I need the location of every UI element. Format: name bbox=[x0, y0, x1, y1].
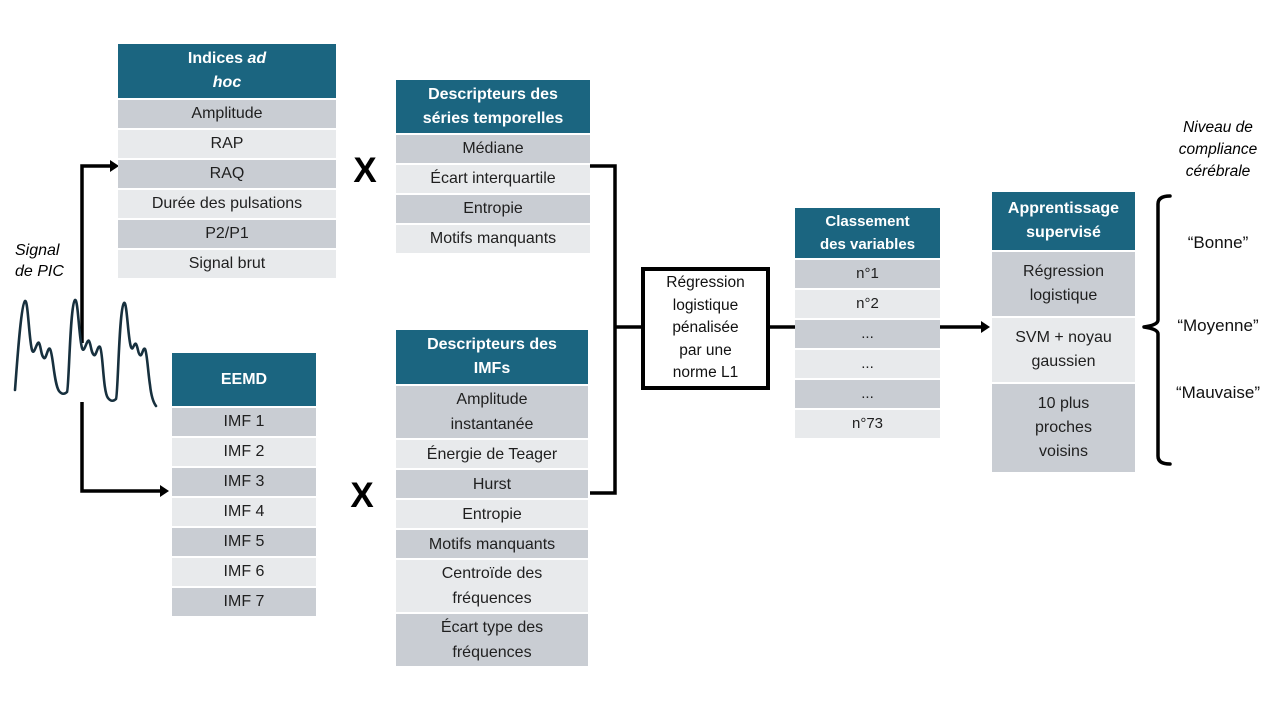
eemd-row-5: IMF 6 bbox=[172, 556, 316, 586]
eemd-row-0: IMF 1 bbox=[172, 406, 316, 436]
class-mauvaise: “Mauvaise” bbox=[1175, 383, 1261, 402]
eemd-row-4: IMF 5 bbox=[172, 526, 316, 556]
imfs-row-1: Énergie de Teager bbox=[396, 438, 588, 468]
regression-box-line: Régression bbox=[666, 274, 745, 292]
adhoc-row-2: RAQ bbox=[118, 158, 336, 188]
imfs-row-2: Hurst bbox=[396, 468, 588, 498]
arrowhead-to-supervised bbox=[981, 321, 990, 333]
compliance-label-line: compliance bbox=[1178, 141, 1258, 158]
class-moyenne: “Moyenne” bbox=[1177, 316, 1259, 335]
ranking-row-2: ... bbox=[795, 318, 940, 348]
arrowhead-to-eemd bbox=[160, 485, 169, 497]
series-row-2: Entropie bbox=[396, 193, 590, 223]
adhoc-row-0: Amplitude bbox=[118, 98, 336, 128]
class-bonne: “Bonne” bbox=[1187, 233, 1249, 252]
multiply-symbol-bottom: X bbox=[350, 476, 374, 515]
series-row-1: Écart interquartile bbox=[396, 163, 590, 193]
regression-box-line: pénalisée bbox=[672, 319, 739, 337]
eemd-row-2: IMF 3 bbox=[172, 466, 316, 496]
eemd-row-3: IMF 4 bbox=[172, 496, 316, 526]
adhoc-row-4: P2/P1 bbox=[118, 218, 336, 248]
ranking-row-0: n°1 bbox=[795, 258, 940, 288]
multiply-symbol-top: X bbox=[353, 151, 377, 190]
signal-label-line: de PIC bbox=[15, 263, 64, 280]
regression-l1-box: Régression logistique pénalisée par une … bbox=[641, 267, 770, 390]
imfs-row-3: Entropie bbox=[396, 498, 588, 528]
adhoc-row-1: RAP bbox=[118, 128, 336, 158]
series-row-3: Motifs manquants bbox=[396, 223, 590, 253]
ranking-row-5: n°73 bbox=[795, 408, 940, 438]
signal-de-pic-label: Signal de PIC bbox=[15, 240, 85, 282]
signal-label-line: Signal bbox=[15, 242, 60, 259]
eemd-table-header: EEMD bbox=[172, 353, 316, 406]
adhoc-row-3: Durée des pulsations bbox=[118, 188, 336, 218]
adhoc-row-5: Signal brut bbox=[118, 248, 336, 278]
regression-box-line: norme L1 bbox=[672, 364, 739, 382]
ranking-row-4: ... bbox=[795, 378, 940, 408]
compliance-label-line: cérébrale bbox=[1185, 163, 1251, 180]
icp-waveform bbox=[13, 298, 158, 408]
series-row-0: Médiane bbox=[396, 133, 590, 163]
regression-box-line: logistique bbox=[672, 296, 739, 314]
eemd-row-1: IMF 2 bbox=[172, 436, 316, 466]
ranking-row-1: n°2 bbox=[795, 288, 940, 318]
eemd-row-6: IMF 7 bbox=[172, 586, 316, 616]
compliance-level-label: Niveau de compliance cérébrale bbox=[1163, 117, 1273, 183]
ranking-row-3: ... bbox=[795, 348, 940, 378]
regression-box-line: par une bbox=[679, 341, 732, 359]
compliance-label-line: Niveau de bbox=[1183, 119, 1253, 136]
imfs-row-4: Motifs manquants bbox=[396, 528, 588, 558]
